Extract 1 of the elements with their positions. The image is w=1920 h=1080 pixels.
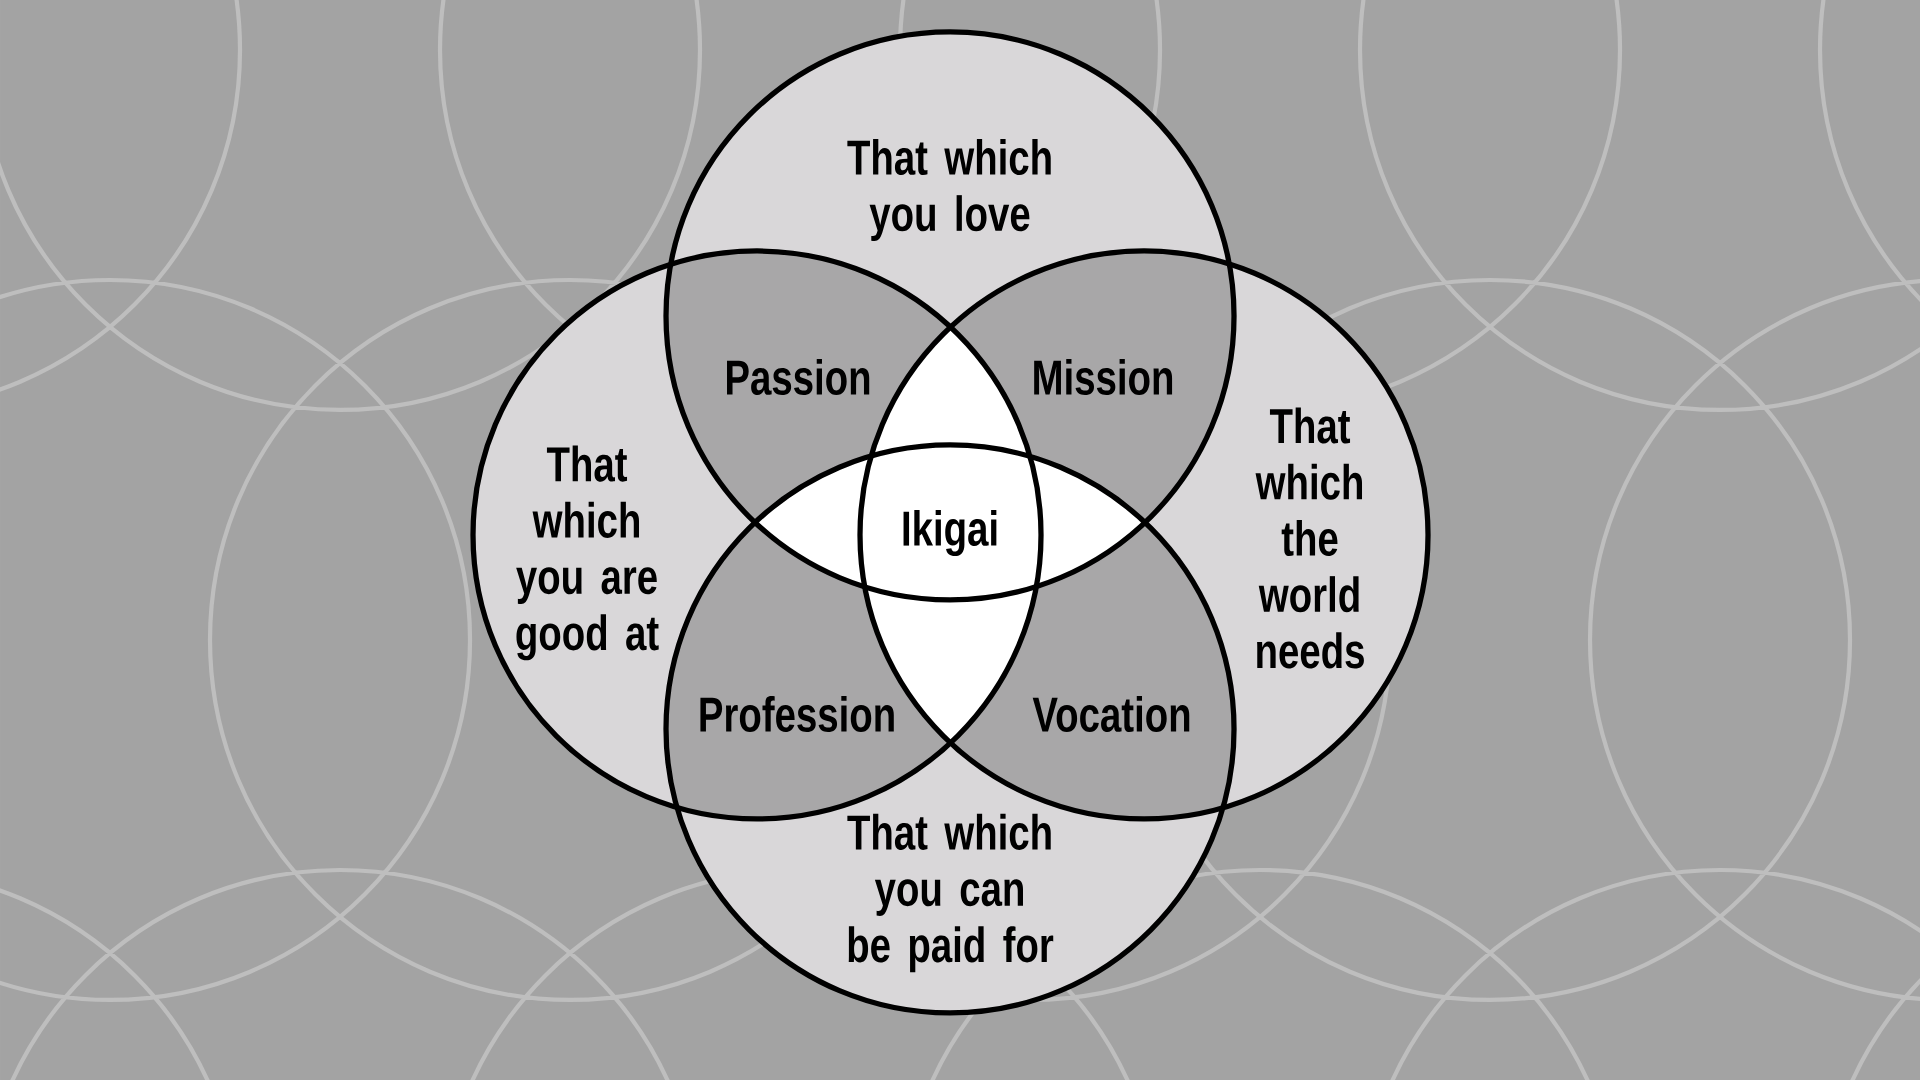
overlap-label: Ikigai xyxy=(903,509,997,556)
